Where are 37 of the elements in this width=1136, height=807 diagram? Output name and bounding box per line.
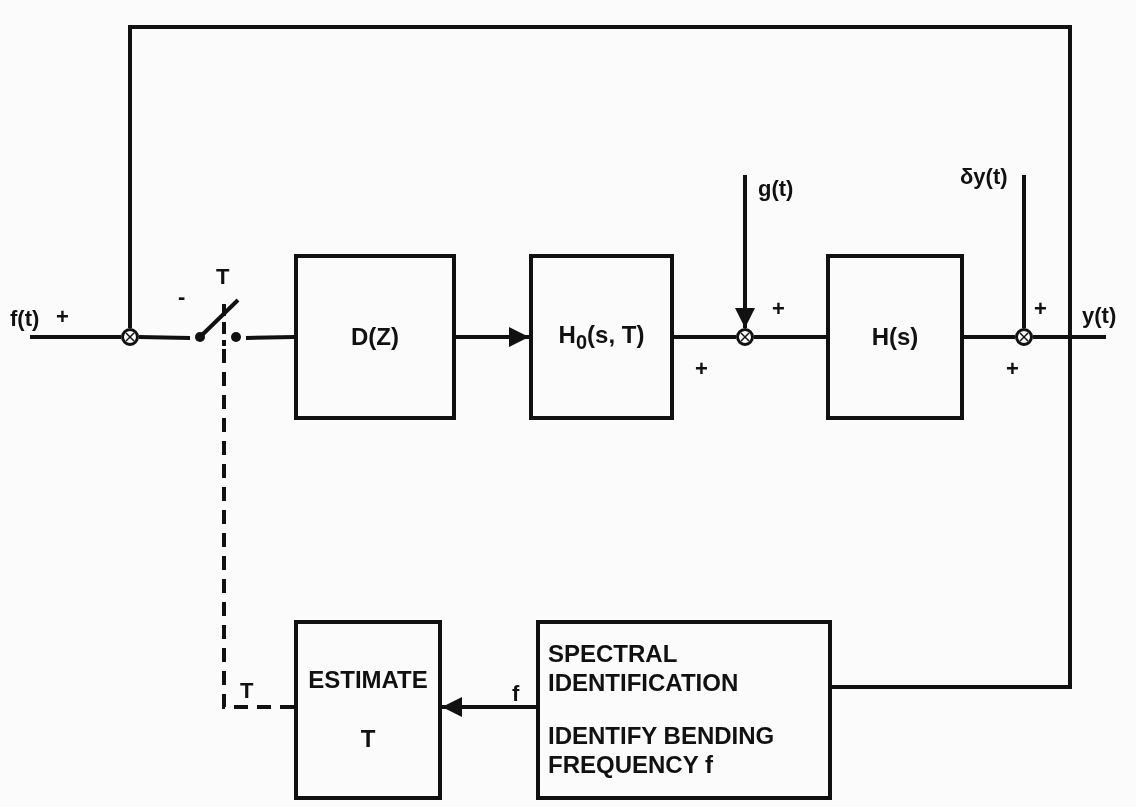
- signal-line: [832, 335, 1072, 689]
- arrow: [456, 327, 529, 347]
- arrow: [735, 175, 755, 328]
- block-text: D(Z): [351, 322, 399, 352]
- signal-line: [138, 335, 191, 340]
- signal-line: [674, 335, 736, 339]
- signal-line: [754, 335, 826, 339]
- edge-label: g(t): [758, 178, 794, 200]
- sign-label: +: [1034, 298, 1047, 320]
- block-box: [294, 620, 442, 800]
- sign-label: -: [178, 286, 186, 308]
- block-text: H(s): [871, 322, 919, 352]
- block-box: [536, 620, 832, 800]
- sign-label: +: [1006, 358, 1019, 380]
- edge-label: δy(t): [960, 166, 1008, 188]
- signal-line: [30, 335, 121, 339]
- dashed-connector: [222, 346, 294, 709]
- sampling-period-label: T: [216, 266, 230, 288]
- edge-label: y(t): [1082, 305, 1117, 327]
- block-box: [529, 254, 674, 420]
- sign-label: +: [695, 358, 708, 380]
- arrow: [442, 697, 536, 717]
- block-text: SPECTRAL IDENTIFICATION: [548, 640, 740, 698]
- edge-label: f: [512, 683, 520, 705]
- block-text: ESTIMATE: [308, 666, 428, 695]
- sign-label: +: [772, 298, 785, 320]
- signal-line: [1022, 175, 1026, 328]
- block-text: T: [360, 725, 376, 754]
- block-box: [294, 254, 456, 420]
- block-text: IDENTIFY BENDING FREQUENCY f: [548, 722, 776, 780]
- signal-line: [964, 335, 1015, 339]
- signal-line: [245, 335, 295, 340]
- block-box: [826, 254, 964, 420]
- edge-label: T: [240, 680, 254, 702]
- edge-label: f(t): [10, 308, 40, 330]
- block-text: H$_{0}$(s, T): [558, 320, 645, 354]
- sign-label: +: [56, 306, 69, 328]
